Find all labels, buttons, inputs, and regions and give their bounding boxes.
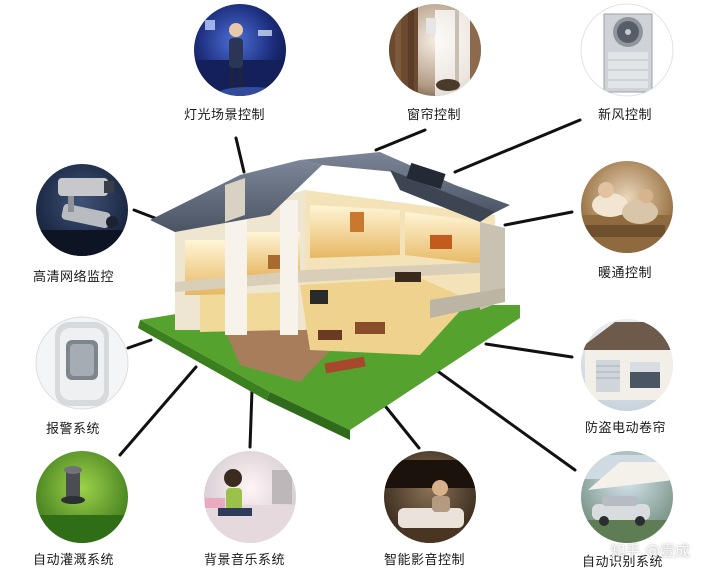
module-label-fresh-air: 新风控制 (598, 108, 653, 123)
motion-sensor-icon (35, 316, 129, 410)
car-recognition-icon (581, 451, 673, 543)
module-label-lighting: 灯光场景控制 (184, 108, 266, 123)
module-label-cinema: 智能影音控制 (384, 553, 466, 568)
music-listener-icon (204, 451, 296, 543)
watermark: 知乎 @壹成 (610, 542, 690, 560)
home-theater-icon (384, 451, 476, 543)
sprinkler-icon (36, 451, 128, 543)
rolling-shutter-icon (581, 319, 673, 411)
connector-hvac (503, 210, 574, 227)
module-label-irrigation: 自动灌溉系统 (33, 553, 115, 568)
connector-irrigation (118, 365, 198, 457)
lighting-scene-icon (194, 4, 286, 96)
module-label-alarm: 报警系统 (46, 422, 101, 437)
curtain-icon (389, 4, 481, 96)
connector-curtain (374, 128, 427, 152)
module-label-shutter: 防盗电动卷帘 (585, 421, 667, 436)
module-label-recognition: 自动识别系统 (582, 555, 664, 570)
smart-house-cutaway-icon (138, 152, 520, 440)
connector-lighting (234, 136, 246, 174)
connector-shutter (484, 342, 574, 359)
connector-lines (118, 118, 582, 472)
module-label-cctv: 高清网络监控 (33, 270, 115, 285)
connector-alarm (126, 338, 153, 350)
fresh-air-unit-icon (580, 3, 674, 97)
connector-cinema (384, 405, 421, 450)
module-label-hvac: 暖通控制 (598, 266, 653, 281)
hvac-icon (581, 161, 673, 253)
connector-recognition (434, 368, 577, 472)
connector-music (248, 388, 254, 449)
connector-fresh-air (453, 118, 582, 174)
module-label-music: 背景音乐系统 (204, 553, 286, 568)
security-camera-icon (36, 164, 128, 256)
module-label-curtain: 窗帘控制 (407, 108, 462, 123)
